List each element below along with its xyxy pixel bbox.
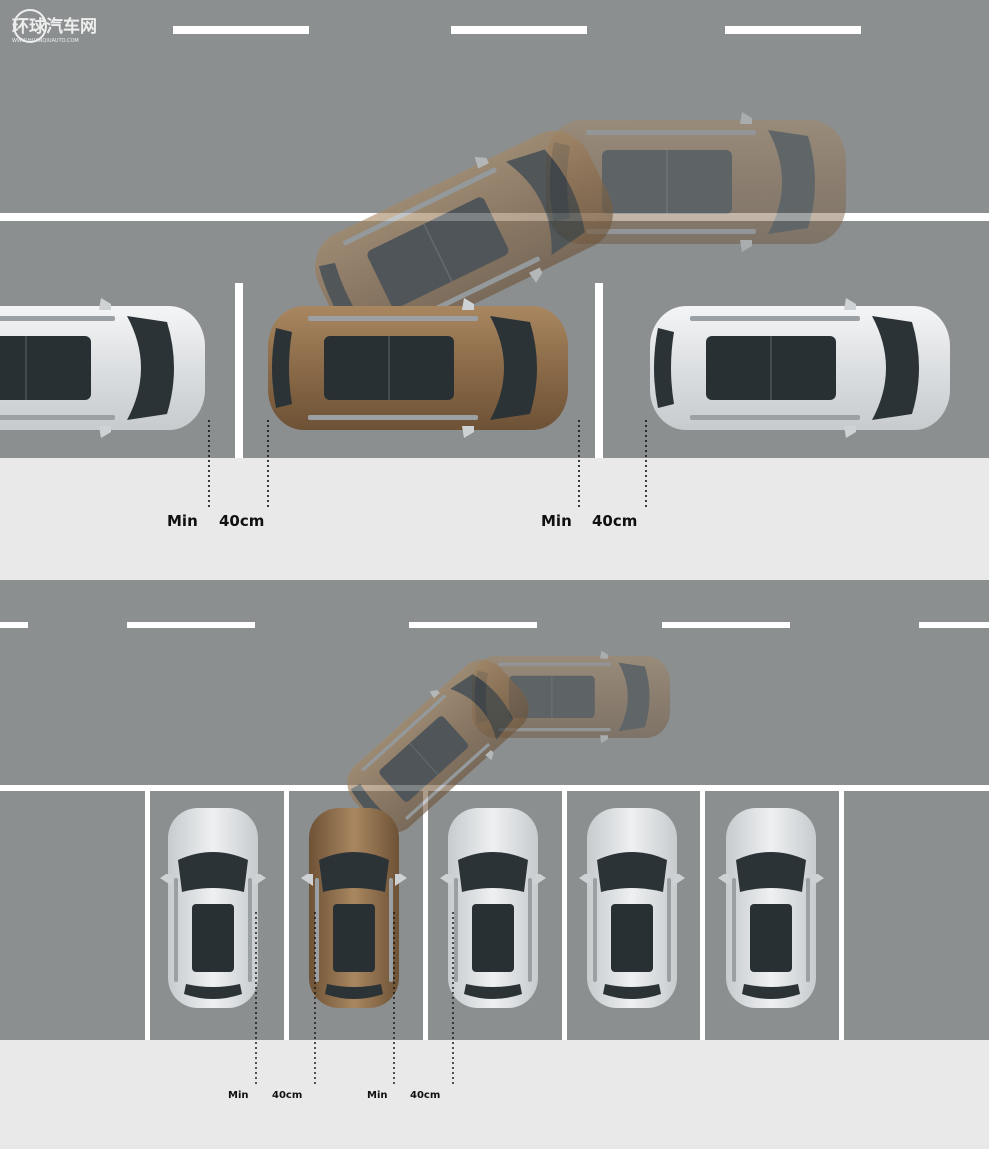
- distance-label: 40cm: [219, 512, 264, 530]
- space-divider: [235, 283, 243, 458]
- perpendicular-parking-diagram: Min 40cm Min 40cm: [0, 580, 989, 1145]
- distance-label: 40cm: [272, 1090, 302, 1101]
- watermark-text: 环球汽车网: [12, 16, 97, 37]
- distance-label: 40cm: [410, 1090, 440, 1101]
- sidewalk: [0, 1040, 989, 1145]
- parallel-parking-diagram: Min 40cm Min 40cm: [0, 0, 989, 580]
- parking-lane-line: [0, 785, 989, 791]
- min-label: Min: [541, 512, 572, 530]
- bronze-car: [301, 808, 407, 1008]
- watermark-logo: 环球汽车网 WWW.HUANQIUAUTO.COM: [12, 9, 97, 44]
- distance-label: 40cm: [592, 512, 637, 530]
- parked-white-car: [579, 808, 685, 1008]
- clearance-lines: [255, 912, 454, 1086]
- lane-dashes: [173, 26, 861, 34]
- min-label: Min: [367, 1090, 388, 1101]
- watermark-subtext: WWW.HUANQIUAUTO.COM: [12, 38, 79, 44]
- space-divider: [595, 283, 603, 458]
- sidewalk: [0, 458, 989, 580]
- space-dividers: [145, 791, 844, 1040]
- lane-dashes: [0, 622, 989, 628]
- parked-white-car: [160, 808, 266, 1008]
- bronze-car: [267, 297, 569, 439]
- parked-white-car: [718, 808, 824, 1008]
- min-label: Min: [228, 1090, 249, 1101]
- parked-white-car: [440, 808, 546, 1008]
- parked-white-car: [0, 297, 206, 439]
- parked-white-car: [649, 297, 951, 439]
- min-label: Min: [167, 512, 198, 530]
